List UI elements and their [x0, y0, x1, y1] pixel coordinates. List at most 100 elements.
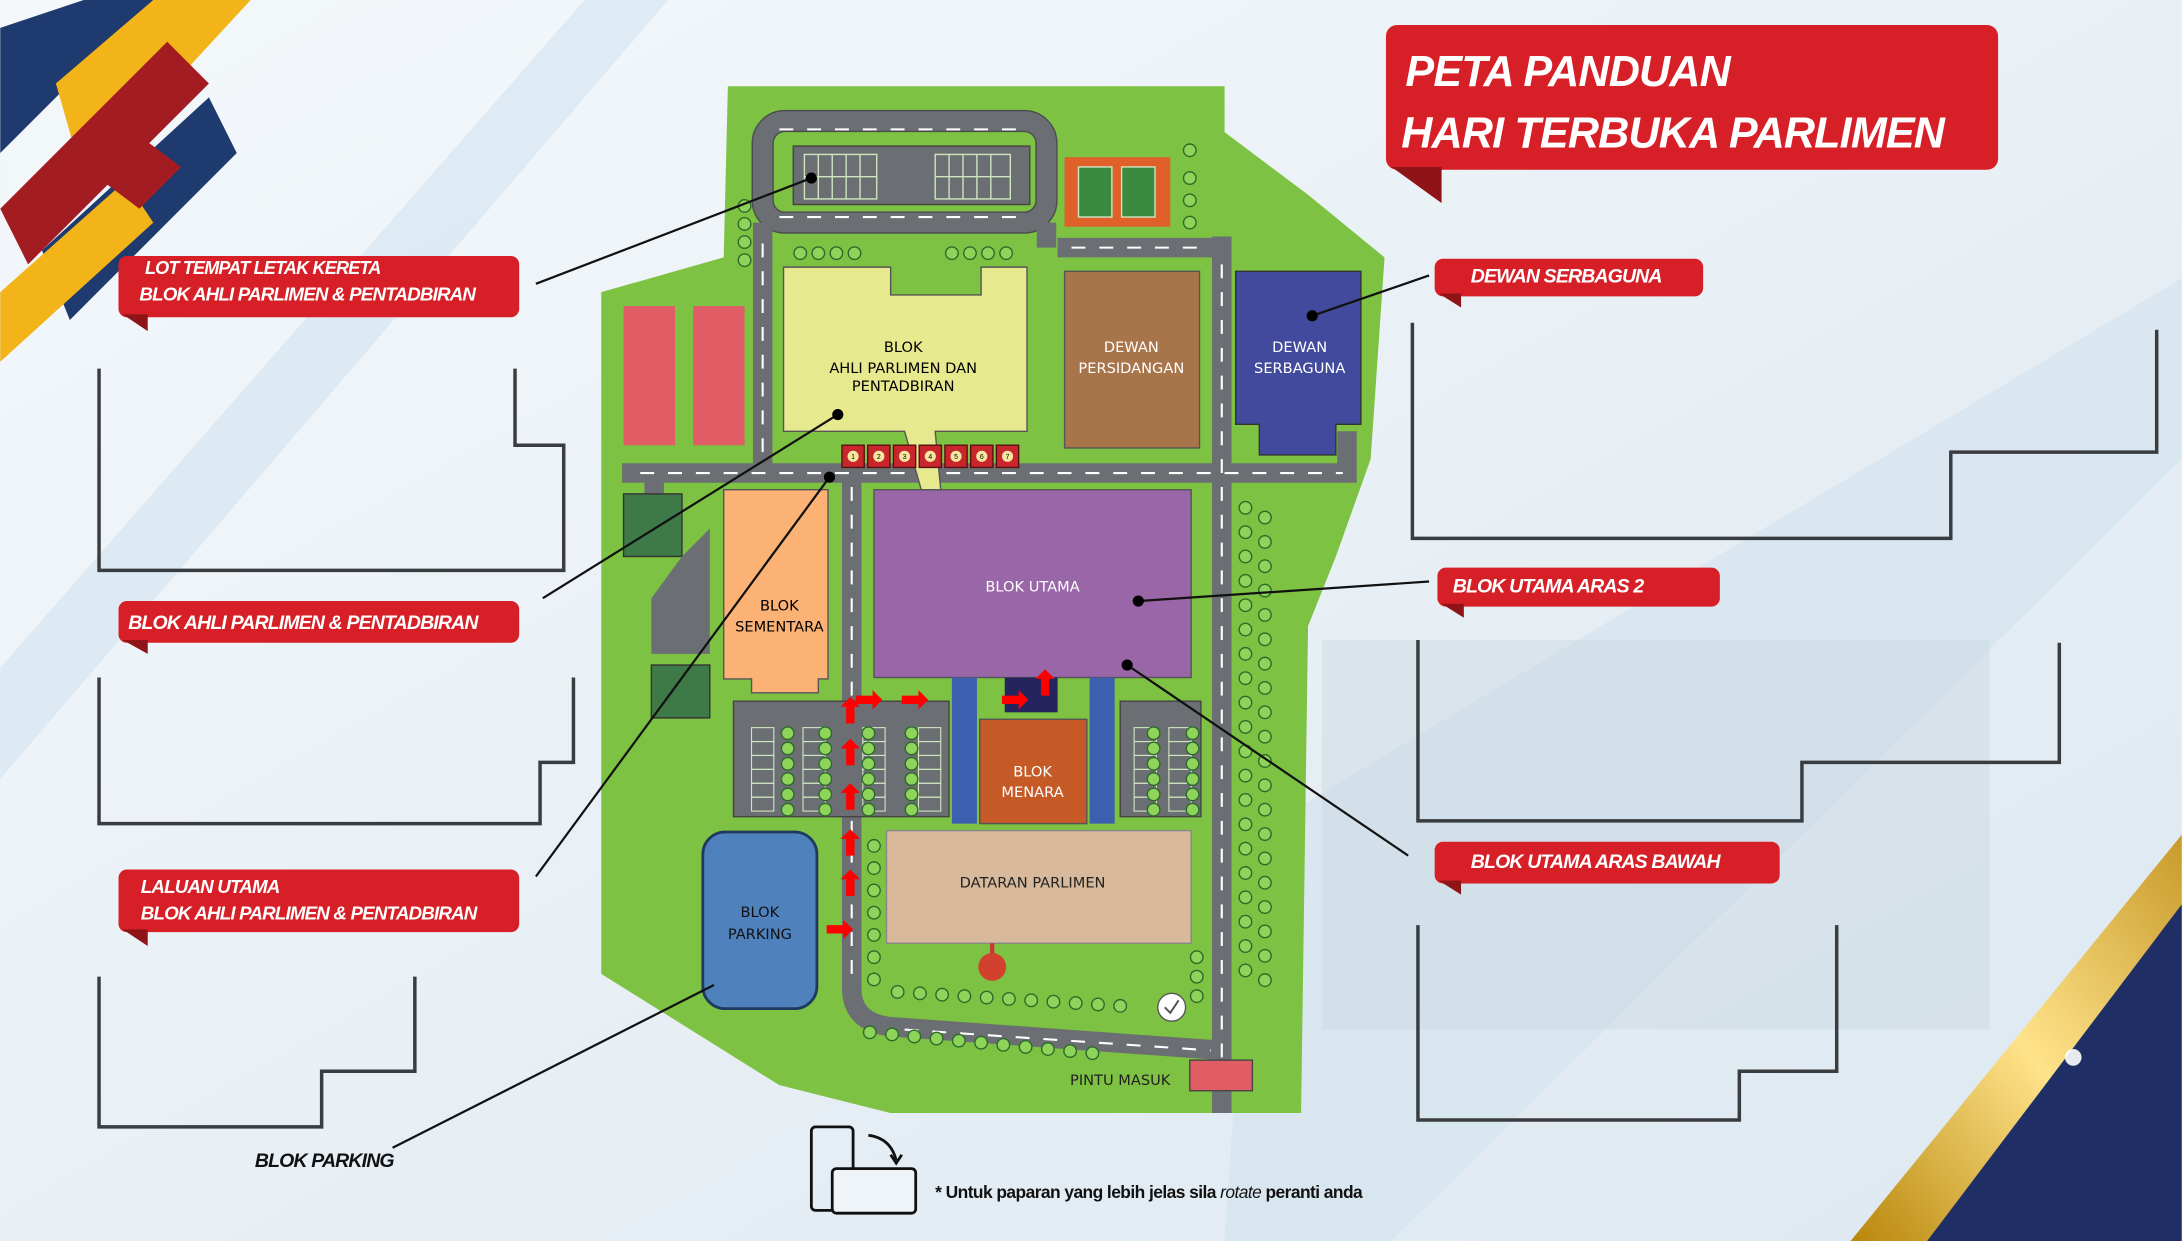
tree: [904, 787, 919, 802]
tree: [867, 861, 881, 876]
tree: [1185, 741, 1200, 756]
tree: [1024, 993, 1039, 1008]
tree: [996, 1037, 1011, 1052]
map-label: BLOK: [760, 598, 799, 615]
parking-bay: 7: [995, 444, 1020, 469]
tree: [1182, 171, 1197, 186]
tree: [1238, 963, 1253, 978]
svg-text:PETA PANDUAN: PETA PANDUAN: [1405, 48, 1731, 96]
parking-bay-number: 2: [877, 454, 881, 461]
tree: [935, 987, 950, 1002]
parking-bay: 5: [944, 444, 968, 469]
tree: [847, 246, 862, 261]
tree: [1238, 719, 1253, 734]
tree: [867, 905, 881, 920]
tree: [1238, 573, 1253, 588]
tree: [1238, 598, 1253, 613]
tree: [1238, 817, 1253, 832]
route-arrow: [855, 690, 883, 710]
map-label: AHLI PARLIMEN DAN: [829, 360, 977, 377]
blok-ahli-parlimen-building: [782, 266, 1028, 491]
tree: [1257, 875, 1272, 890]
tree: [1257, 973, 1272, 988]
tree: [963, 246, 977, 261]
map-label: SERBAGUNA: [1254, 360, 1345, 377]
tree: [1238, 549, 1253, 564]
tree: [780, 802, 795, 817]
route-arrow: [840, 738, 861, 766]
tree: [1063, 1044, 1078, 1059]
tree: [793, 246, 808, 261]
map-label: BLOK: [884, 339, 923, 356]
callout-lot-parking: LOT TEMPAT LETAK KERETA BLOK AHLI PARLIM…: [118, 255, 520, 332]
rotate-device-note: * Untuk paparan yang lebih jelas sila ro…: [935, 1182, 1363, 1202]
tree: [867, 972, 881, 987]
map-label: BLOK UTAMA: [985, 578, 1079, 595]
route-arrow: [840, 829, 861, 856]
tree: [818, 741, 833, 756]
parking-bay: 4: [918, 444, 943, 469]
route-arrows: [826, 669, 1055, 940]
tree: [1257, 754, 1272, 768]
tree: [1238, 841, 1253, 856]
svg-text:DEWAN SERBAGUNA: DEWAN SERBAGUNA: [1471, 265, 1662, 287]
parking-bay: 3: [892, 444, 917, 469]
tree: [1018, 1039, 1033, 1054]
tree: [1257, 778, 1272, 793]
tree: [861, 726, 876, 741]
tree: [1189, 989, 1204, 1004]
parking-bay-number: 3: [903, 454, 907, 461]
tree: [1189, 969, 1204, 984]
field: [693, 306, 745, 446]
dataran-parlimen: [885, 829, 1192, 944]
route-arrow: [1035, 669, 1055, 696]
tree: [974, 1035, 989, 1050]
tree: [904, 802, 919, 817]
fountain: [978, 953, 1007, 981]
svg-text:BLOK UTAMA ARAS BAWAH: BLOK UTAMA ARAS BAWAH: [1471, 851, 1722, 873]
parking-bay: 2: [867, 444, 891, 469]
svg-text:HARI TERBUKA PARLIMEN: HARI TERBUKA PARLIMEN: [1401, 109, 1946, 157]
dewan-persidangan-building: [1063, 270, 1201, 449]
parking-bay-number: 5: [954, 454, 958, 461]
tree: [944, 246, 959, 261]
field: [623, 306, 676, 446]
green-plot: [622, 493, 683, 558]
tree: [1257, 607, 1272, 622]
tree: [862, 1025, 877, 1040]
tree: [1001, 991, 1016, 1006]
callout-blok-ahli: BLOK AHLI PARLIMEN & PENTADBIRAN: [118, 601, 520, 654]
background-stripe: [1224, 278, 2182, 1241]
tree: [929, 1031, 944, 1046]
tree: [1257, 705, 1272, 720]
decorative-logo-pattern: [0, 0, 251, 362]
page-title: PETA PANDUAN HARI TERBUKA PARLIMEN: [1385, 25, 1999, 204]
tree: [1238, 525, 1253, 540]
parking-lot: [732, 700, 950, 818]
tree: [818, 772, 833, 787]
campus-map: BLOK AHLI PARLIMEN DAN PENTADBIRAN DEWAN…: [601, 86, 1385, 1114]
tree: [780, 787, 795, 802]
tree: [867, 838, 881, 853]
tree: [1185, 787, 1200, 802]
phone-rotate-icon: [809, 1125, 918, 1215]
route-arrow: [901, 690, 929, 710]
tree: [907, 1029, 922, 1044]
tree: [1091, 997, 1105, 1012]
tree: [1146, 756, 1161, 771]
callout-brackets: [97, 322, 2159, 1129]
tree: [1257, 510, 1272, 525]
tree: [867, 883, 881, 898]
tree: [818, 756, 833, 771]
tree: [1185, 756, 1200, 771]
map-label: DEWAN: [1272, 339, 1327, 356]
green-plot: [650, 664, 711, 719]
tree: [737, 253, 752, 268]
parking-bay: 1: [841, 444, 865, 469]
route-arrow: [826, 919, 854, 940]
tree: [1146, 741, 1161, 756]
parking-bay-number: 6: [980, 454, 984, 461]
map-label: DATARAN PARLIMEN: [960, 875, 1106, 892]
tree: [1182, 215, 1197, 230]
